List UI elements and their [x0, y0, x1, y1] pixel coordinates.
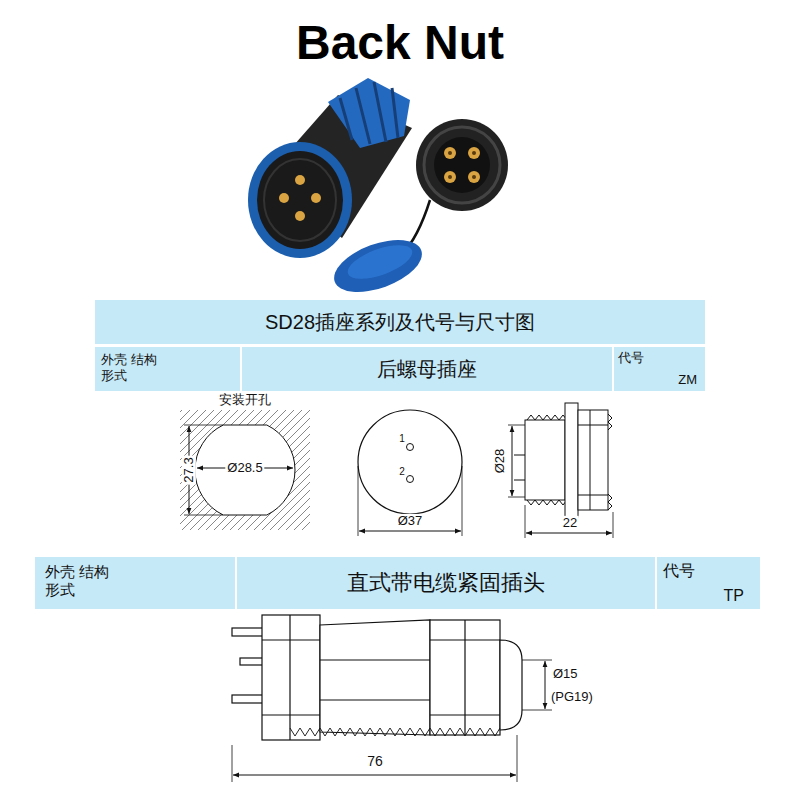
socket-photo: [327, 119, 508, 302]
band-heading: SD28插座系列及代号与尺寸图: [265, 310, 535, 334]
cell-divider: [235, 557, 237, 609]
row-title: 后螺母插座: [377, 357, 477, 381]
dimension-label: Ø15: [551, 667, 580, 681]
dimension-label: Ø37: [396, 514, 425, 528]
front-view: [358, 410, 462, 536]
code-value: ZM: [678, 372, 697, 388]
dimension-label: 22: [561, 516, 579, 530]
page-title: Back Nut: [296, 15, 504, 70]
dimension-label: 76: [365, 754, 385, 769]
cell-divider: [612, 347, 614, 391]
dimension-label: 27.3: [182, 455, 196, 484]
row-label: 外壳 结构形式: [45, 563, 114, 599]
caption-label: 安装开孔: [217, 393, 273, 407]
pin-number: 1: [397, 433, 407, 444]
header-band: SD28插座系列及代号与尺寸图: [95, 300, 705, 344]
side-view: [508, 403, 613, 538]
dimension-label: Ø28: [493, 447, 507, 476]
code-label: 代号: [618, 350, 644, 366]
dimension-label: Ø28.5: [225, 461, 264, 475]
pin-number: 2: [397, 466, 407, 477]
code-value: TP: [724, 586, 744, 605]
row-label: 外壳 结构形式: [101, 352, 161, 383]
cell-divider: [240, 347, 242, 391]
code-label: 代号: [663, 561, 695, 580]
cell-divider: [655, 557, 657, 609]
table-row-band: 外壳 结构形式 后螺母插座 代号 ZM: [95, 347, 705, 391]
mounting-cutout: [180, 410, 310, 530]
row-title: 直式带电缆紧固插头: [347, 570, 545, 596]
plug-photo: [248, 78, 412, 258]
dimension-label: (PG19): [549, 690, 595, 704]
plug-drawing: [232, 615, 552, 782]
table-row-band: 外壳 结构形式 直式带电缆紧固插头 代号 TP: [35, 557, 760, 609]
